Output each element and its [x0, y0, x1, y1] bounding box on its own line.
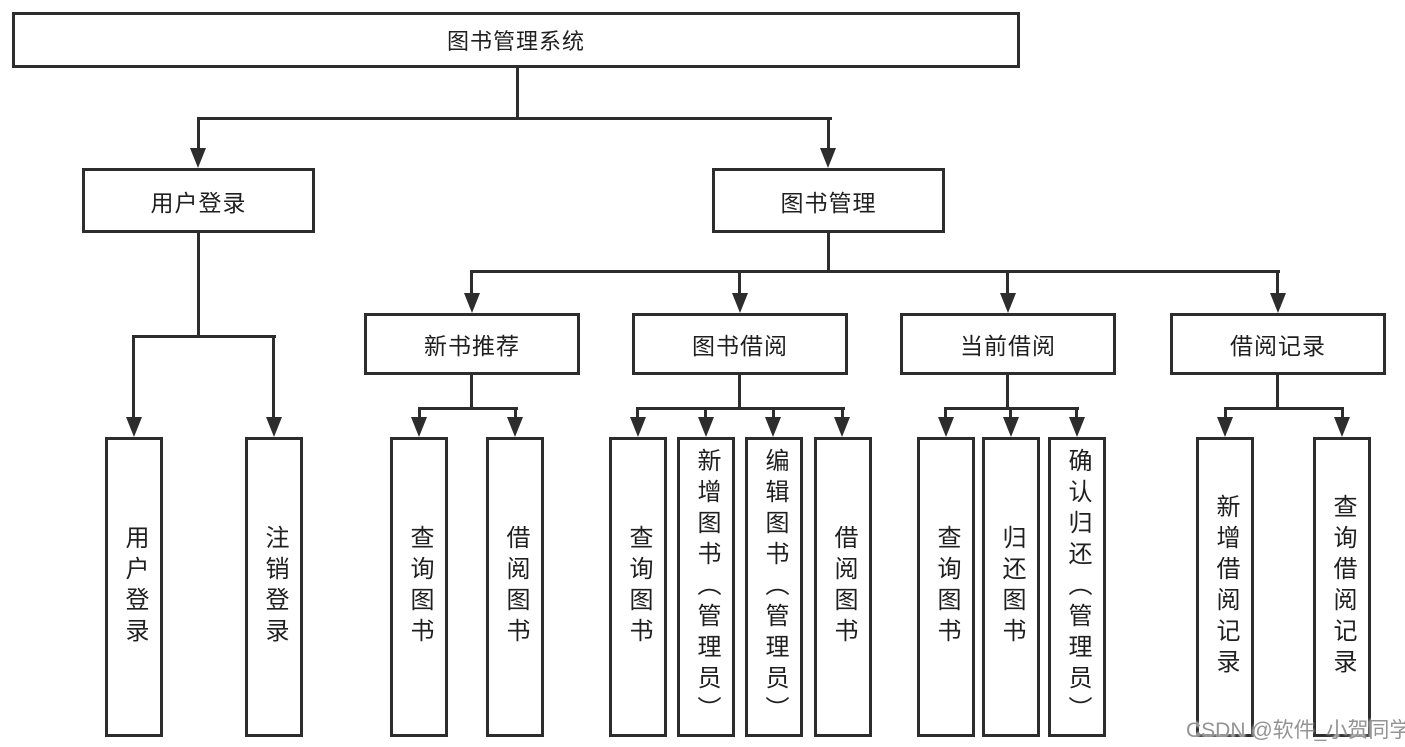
node-label: 编辑图书（管理员）: [761, 447, 788, 727]
connector-line: [132, 335, 276, 338]
connector-line: [1006, 375, 1009, 408]
arrowhead-down-icon: [464, 293, 480, 313]
leaf-search-books: 查询图书: [609, 437, 667, 737]
node-borrowing-records: 借阅记录: [1170, 313, 1386, 375]
node-label: 归还图书: [998, 525, 1025, 649]
node-book-management: 图书管理: [712, 168, 945, 233]
leaf-search-books: 查询图书: [390, 437, 448, 737]
connector-line: [636, 407, 639, 419]
connector-line: [1276, 375, 1279, 408]
connector-line: [738, 375, 741, 408]
arrowhead-down-icon: [732, 293, 748, 313]
arrowhead-down-icon: [1334, 417, 1350, 437]
node-label: 查询借阅记录: [1329, 494, 1356, 680]
arrowhead-down-icon: [1069, 417, 1085, 437]
arrowhead-down-icon: [630, 417, 646, 437]
node-label: 新书推荐: [424, 333, 520, 359]
arrowhead-down-icon: [411, 417, 427, 437]
arrowhead-down-icon: [834, 417, 850, 437]
arrowhead-down-icon: [507, 417, 523, 437]
node-label: 新增借阅记录: [1212, 494, 1239, 680]
leaf-search-books: 查询图书: [917, 437, 975, 737]
node-new-book-recommendation: 新书推荐: [364, 313, 580, 375]
node-label: 借阅图书: [502, 525, 529, 649]
connector-line: [772, 407, 775, 419]
arrowhead-down-icon: [765, 417, 781, 437]
connector-line: [197, 117, 200, 150]
arrowhead-down-icon: [1217, 417, 1233, 437]
node-label: 查询图书: [933, 525, 960, 649]
connector-line: [827, 233, 830, 271]
arrowhead-down-icon: [266, 417, 282, 437]
arrowhead-down-icon: [1003, 417, 1019, 437]
arrowhead-down-icon: [698, 417, 714, 437]
connector-line: [197, 233, 200, 335]
node-label: 确认归还（管理员）: [1064, 447, 1091, 727]
connector-line: [944, 407, 947, 419]
node-label: 图书管理: [780, 189, 877, 216]
node-label: 用户登录: [150, 189, 247, 216]
connector-line: [514, 407, 517, 419]
leaf-edit-books-admin: 编辑图书（管理员）: [745, 437, 803, 737]
arrowhead-down-icon: [1000, 293, 1016, 313]
leaf-borrow-books: 借阅图书: [814, 437, 872, 737]
arrowhead-down-icon: [126, 417, 142, 437]
node-label: 借阅记录: [1230, 333, 1326, 359]
leaf-user-login: 用户登录: [105, 437, 163, 737]
node-user-login: 用户登录: [82, 168, 315, 233]
connector-line: [1224, 407, 1227, 419]
leaf-logout: 注销登录: [245, 437, 303, 737]
node-label: 查询图书: [406, 525, 433, 649]
arrowhead-down-icon: [938, 417, 954, 437]
connector-line: [1224, 407, 1344, 410]
connector-line: [470, 270, 1280, 273]
connector-line: [704, 407, 707, 419]
node-label: 图书借阅: [692, 333, 788, 359]
leaf-confirm-return-admin: 确认归还（管理员）: [1048, 437, 1106, 737]
watermark: CSDN @软件_小贺同学: [1186, 719, 1405, 742]
arrowhead-down-icon: [1270, 293, 1286, 313]
connector-line: [827, 117, 830, 150]
connector-line: [1276, 270, 1279, 296]
node-label: 新增图书（管理员）: [693, 447, 720, 727]
connector-line: [272, 335, 275, 419]
node-label: 图书管理系统: [446, 29, 585, 54]
leaf-search-borrow-record: 查询借阅记录: [1313, 437, 1371, 737]
connector-line: [1075, 407, 1078, 419]
connector-line: [197, 117, 832, 120]
connector-line: [1009, 407, 1012, 419]
node-book-borrowing: 图书借阅: [632, 313, 848, 375]
arrowhead-down-icon: [820, 148, 836, 168]
leaf-borrow-books: 借阅图书: [486, 437, 544, 737]
node-label: 查询图书: [625, 525, 652, 649]
node-label: 注销登录: [261, 525, 288, 649]
connector-line: [418, 407, 421, 419]
connector-line: [470, 270, 473, 296]
arrowhead-down-icon: [190, 148, 206, 168]
node-current-borrowing: 当前借阅: [900, 313, 1116, 375]
connector-line: [1341, 407, 1344, 419]
leaf-return-books: 归还图书: [982, 437, 1040, 737]
connector-line: [841, 407, 844, 419]
connector-line: [1006, 270, 1009, 296]
connector-line: [418, 407, 518, 410]
node-library-management-system: 图书管理系统: [12, 12, 1020, 68]
leaf-add-borrow-record: 新增借阅记录: [1196, 437, 1254, 737]
node-label: 用户登录: [121, 525, 148, 649]
connector-line: [516, 68, 519, 118]
leaf-add-books-admin: 新增图书（管理员）: [677, 437, 735, 737]
node-label: 当前借阅: [960, 333, 1056, 359]
connector-line: [132, 335, 135, 419]
connector-line: [738, 270, 741, 296]
node-label: 借阅图书: [830, 525, 857, 649]
connector-line: [470, 375, 473, 408]
connector-line: [636, 407, 845, 410]
